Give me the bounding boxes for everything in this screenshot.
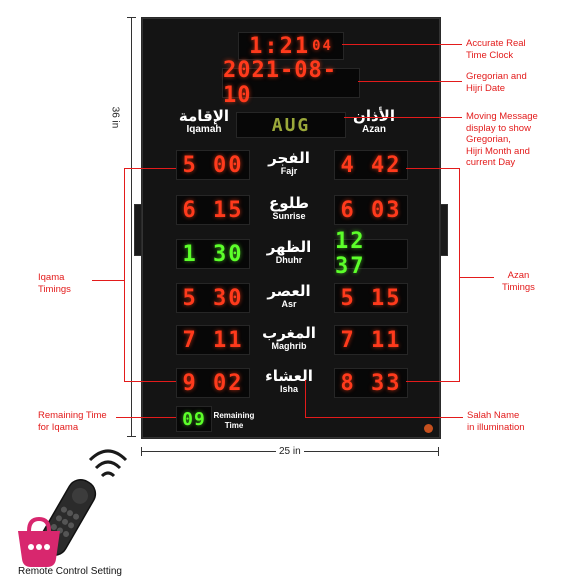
height-dimension-label: 36 in (109, 106, 121, 129)
iqama-leader-line (92, 280, 124, 281)
iqamah-time-fajr: 5 00 (176, 150, 250, 180)
message-text: AUG (271, 114, 311, 136)
azan-bracket-vertical (459, 168, 460, 381)
shopping-bag-icon (18, 516, 60, 567)
brand-logo-icon (424, 424, 433, 433)
azan-header-en: Azan (362, 124, 386, 135)
iqamah-header-en: Iqamah (186, 124, 222, 135)
height-dimension-line (131, 17, 132, 437)
azan-time-sunrise: 6 03 (334, 195, 408, 225)
azan-time-fajr: 4 42 (334, 150, 408, 180)
salah-leader-horizontal (305, 417, 463, 418)
azan-time-dhuhr: 12 37 (334, 229, 408, 279)
azan-header-ar: الأذان (353, 107, 395, 125)
iqama-bracket-top (124, 168, 176, 169)
iqamah-time-maghrib: 7 11 (176, 325, 250, 355)
remaining-leader-line (116, 417, 176, 418)
date-value: 2021-08-10 (223, 58, 337, 108)
azan-time-asr: 5 15 (334, 283, 408, 313)
clock-leader-line (342, 44, 462, 45)
azan-time-isha: 8 33 (334, 368, 408, 398)
iqamah-header-ar: الإقامة (178, 107, 230, 125)
clock-display: 1:21 04 (238, 32, 344, 60)
message-display: AUG (236, 112, 346, 138)
width-dimension-cap-left (141, 447, 142, 456)
remaining-time-value: 09 (182, 408, 206, 430)
clock-time: 1:21 (249, 33, 311, 59)
iqamah-time-isha: 9 02 (176, 368, 250, 398)
iqamah-time-sunrise: 6 15 (176, 195, 250, 225)
clock-seconds: 04 (312, 38, 333, 54)
azan-bracket-top (406, 168, 460, 169)
azan-time-maghrib: 7 11 (334, 325, 408, 355)
height-dimension-cap-top (127, 17, 136, 18)
iqama-bracket-bottom (124, 381, 176, 382)
remaining-time-display: 09 (176, 406, 212, 432)
date-display: 2021-08-10 (222, 58, 360, 108)
width-dimension-label: 25 in (276, 446, 304, 457)
signal-waves-icon (88, 449, 128, 478)
height-dimension-cap-bottom (127, 436, 136, 437)
iqamah-time-asr: 5 30 (176, 283, 250, 313)
date-leader-line (358, 81, 462, 82)
width-dimension-cap-right (438, 447, 439, 456)
salah-leader-vertical (305, 380, 306, 417)
azan-bracket-bottom (406, 381, 460, 382)
iqamah-time-dhuhr: 1 30 (176, 239, 250, 269)
iqama-bracket-vertical (124, 168, 125, 381)
azan-leader-line (460, 277, 494, 278)
remote-control-caption: Remote Control Setting (18, 566, 122, 577)
iqamah-header: الإقامة Iqamah (172, 108, 236, 135)
azan-header: الأذان Azan (344, 108, 404, 135)
message-leader-line (344, 117, 462, 118)
